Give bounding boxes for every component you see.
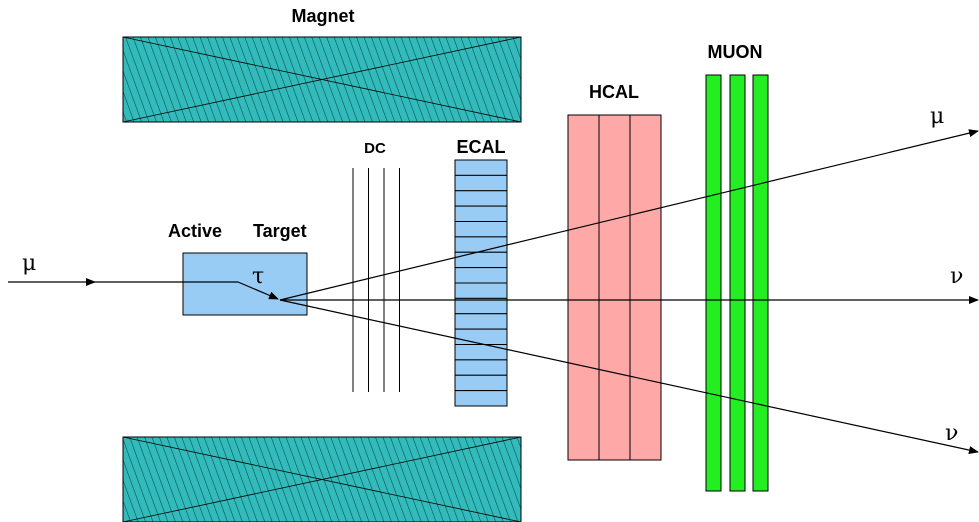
outgoing-muon-label: μ — [930, 104, 944, 129]
ecal-cell — [454, 359, 508, 376]
incoming-muon-label: μ — [22, 251, 36, 276]
magnet-label: Magnet — [292, 6, 355, 26]
outgoing-muon-track — [279, 129, 979, 301]
ecal-cell — [454, 174, 508, 192]
neutrino-label-2: ν — [945, 421, 958, 446]
magnet-bottom — [122, 436, 522, 522]
neutrino-label-1: ν — [950, 264, 963, 289]
hcal-column — [629, 114, 662, 461]
hcal-label: HCAL — [589, 82, 639, 102]
ecal-cell — [454, 374, 508, 392]
muon-plane — [705, 74, 722, 492]
hcal-column — [567, 114, 600, 461]
muon-label: MUON — [708, 42, 763, 62]
neutrino-track-2 — [279, 299, 979, 454]
muon-detector — [705, 74, 769, 492]
muon-plane — [729, 74, 746, 492]
ecal-cell — [454, 205, 508, 222]
tau-track — [237, 281, 279, 300]
ecal-cell — [454, 297, 508, 315]
drift-chambers — [352, 168, 400, 392]
ecal-cell — [454, 313, 508, 330]
active-label: Active — [168, 221, 222, 241]
ecal-cell — [454, 267, 508, 284]
ecal-cell — [454, 282, 508, 299]
ecal-label: ECAL — [457, 137, 506, 157]
ecal-cell — [454, 159, 508, 176]
ecal-cell — [454, 221, 508, 238]
target-label: Target — [253, 221, 307, 241]
ecal-cell — [454, 328, 508, 345]
ecal-cell — [454, 390, 508, 407]
ecal-cell — [454, 236, 508, 253]
ecal — [454, 159, 508, 407]
dc-label: DC — [364, 140, 386, 157]
active-target — [182, 252, 308, 316]
ecal-cell — [454, 344, 508, 361]
ecal-cell — [454, 190, 508, 207]
magnet-top — [122, 36, 522, 123]
tau-label: τ — [252, 264, 264, 289]
muon-plane — [752, 74, 769, 492]
hcal — [567, 114, 662, 461]
hcal-column — [598, 114, 631, 461]
ecal-cell — [454, 251, 508, 269]
